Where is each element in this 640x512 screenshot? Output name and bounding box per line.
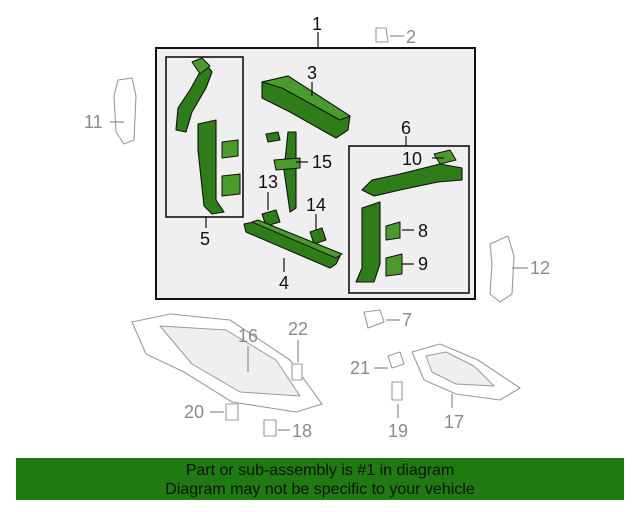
callout-11: 11 <box>84 112 103 132</box>
center-brace-part-15[interactable] <box>265 131 301 213</box>
footer-banner: Part or sub-assembly is #1 in diagram Di… <box>16 458 624 500</box>
clip-part-19[interactable] <box>391 381 403 401</box>
callout-7: 7 <box>402 310 412 330</box>
right-support-part-6[interactable] <box>355 149 463 283</box>
lower-crossmember-part-4[interactable] <box>243 219 343 269</box>
callout-18: 18 <box>292 421 312 441</box>
callout-2: 2 <box>406 27 416 47</box>
bolt-part-22[interactable] <box>291 363 303 381</box>
bolt-part-18[interactable] <box>263 419 277 437</box>
callout-16: 16 <box>238 326 258 346</box>
side-support-part-5[interactable] <box>175 57 241 215</box>
deflector-part-11[interactable] <box>113 77 137 145</box>
callout-4: 4 <box>279 273 289 293</box>
callout-21: 21 <box>350 358 370 378</box>
callout-9: 9 <box>418 254 428 274</box>
clip-part-21[interactable] <box>387 351 405 369</box>
callout-14: 14 <box>306 195 326 215</box>
footer-line-2: Diagram may not be specific to your vehi… <box>165 481 475 498</box>
callout-19: 19 <box>388 421 408 441</box>
under-cover-part-17[interactable] <box>411 343 521 401</box>
callout-15: 15 <box>312 152 332 172</box>
footer-line-1: Part or sub-assembly is #1 in diagram <box>185 462 455 479</box>
clip-part-2[interactable] <box>375 27 389 43</box>
callout-13: 13 <box>258 172 278 192</box>
clip-part-20[interactable] <box>225 403 239 421</box>
callout-20: 20 <box>184 402 204 422</box>
callout-10: 10 <box>402 149 422 169</box>
under-cover-part-16[interactable] <box>131 313 323 413</box>
callout-6: 6 <box>401 118 411 138</box>
callout-3: 3 <box>307 63 317 83</box>
upper-support-part-3[interactable] <box>261 75 351 139</box>
parts-diagram: 1 2 3 4 5 6 7 8 9 10 11 12 13 14 15 16 1… <box>84 14 550 441</box>
callout-22: 22 <box>288 319 308 339</box>
callout-1: 1 <box>312 14 322 34</box>
bracket-part-13[interactable] <box>261 209 281 227</box>
callout-8: 8 <box>418 221 428 241</box>
callout-12: 12 <box>530 258 550 278</box>
callout-5: 5 <box>200 229 210 249</box>
callout-17: 17 <box>444 412 464 432</box>
bracket-part-7[interactable] <box>363 309 385 329</box>
deflector-part-12[interactable] <box>489 235 515 303</box>
bracket-part-14[interactable] <box>309 227 327 245</box>
